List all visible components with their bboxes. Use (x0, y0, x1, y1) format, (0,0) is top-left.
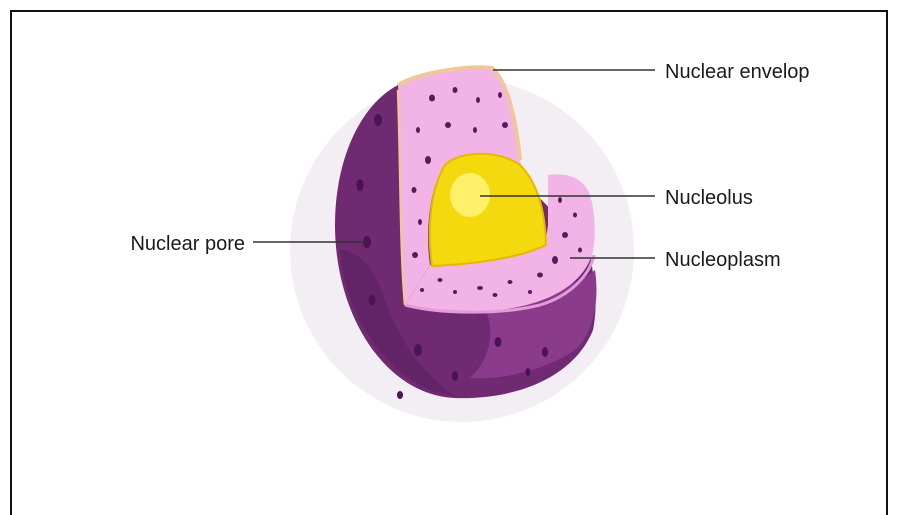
nuclear-envelope-label: Nuclear envelop (665, 61, 810, 83)
nucleoplasm-label: Nucleoplasm (665, 249, 781, 271)
nucleolus-highlight (450, 173, 490, 217)
nuclear-pore-label: Nuclear pore (130, 233, 245, 255)
nucleolus-label: Nucleolus (665, 187, 753, 209)
